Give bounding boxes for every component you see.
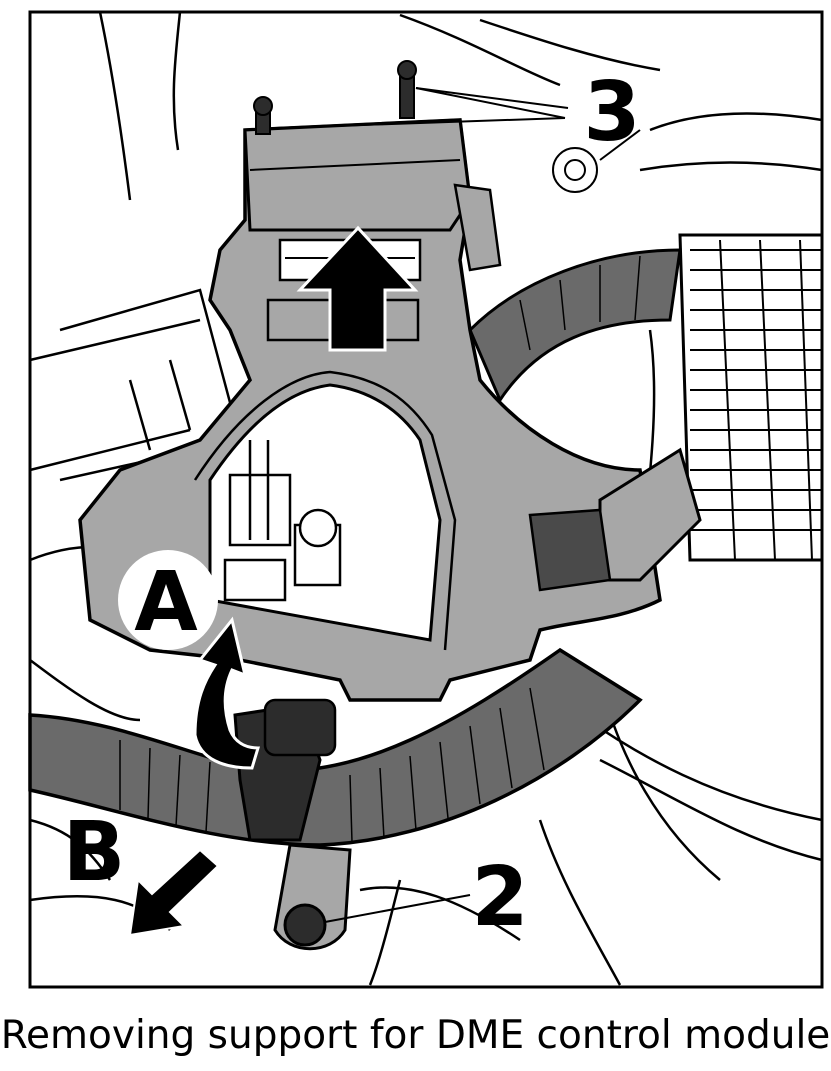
callout-a-badge [118,550,218,650]
stud-fasteners [253,60,598,193]
figure-caption: Removing support for DME control module [0,1013,831,1058]
hose-clamp [233,698,337,842]
rotate-arrow-icon [193,616,261,770]
interior-parts [223,440,342,602]
lower-mount-tab [273,843,471,951]
callout-3: 3 [583,65,640,160]
upper-hose [468,248,682,404]
callout-a: A [134,555,198,650]
illustration: 3 A B 2 [28,10,824,989]
arrow-down-left-icon [128,848,220,937]
arrow-up-icon [296,225,419,352]
callout-3-leaders [274,87,641,161]
callout-b: B [63,805,126,900]
callout-2: 2 [471,850,528,945]
radiator [678,233,824,562]
